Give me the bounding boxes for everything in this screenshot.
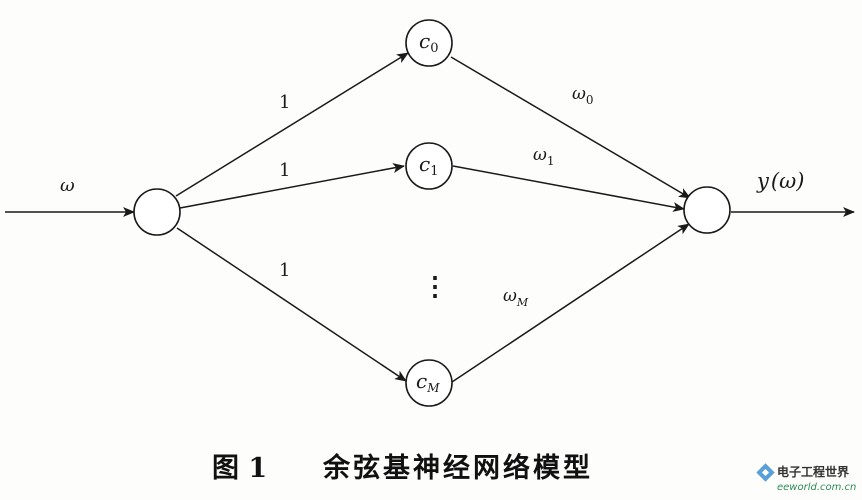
edge-input-cM xyxy=(176,227,407,382)
weight-input-c0: 1 xyxy=(279,92,290,113)
hidden-node-c0 xyxy=(405,19,453,67)
weight-input-cM: 1 xyxy=(279,260,290,281)
cM-label: cM xyxy=(416,369,440,395)
output-label: y(ω) xyxy=(756,169,804,193)
hidden-node-c1 xyxy=(405,142,453,190)
weight-omega-0: ω0 xyxy=(572,84,594,107)
input-label: ω xyxy=(60,175,75,196)
hidden-node-cM xyxy=(405,359,453,407)
c0-label: c0 xyxy=(419,29,438,56)
watermark-name: 电子工程世界 xyxy=(777,464,849,479)
ellipsis: ⋮ xyxy=(422,272,448,302)
input-node xyxy=(133,188,181,236)
edge-input-c0 xyxy=(175,52,409,197)
watermark-url: eeworld.com.cn xyxy=(777,482,856,493)
weight-omega-M: ωM xyxy=(503,286,529,309)
edge-input-c1 xyxy=(179,163,405,209)
edge-c1-output xyxy=(452,165,685,212)
figure-title: 余弦基神经网络模型 xyxy=(322,452,593,484)
weight-omega-1: ω1 xyxy=(533,145,555,168)
output-node xyxy=(683,186,731,234)
edge-cM-output xyxy=(451,223,690,383)
figure-number: 图 1 xyxy=(212,453,267,484)
c1-label: c1 xyxy=(419,152,438,179)
edge-c0-output xyxy=(450,56,691,199)
weight-input-c1: 1 xyxy=(279,160,290,181)
watermark-logo xyxy=(756,463,775,482)
